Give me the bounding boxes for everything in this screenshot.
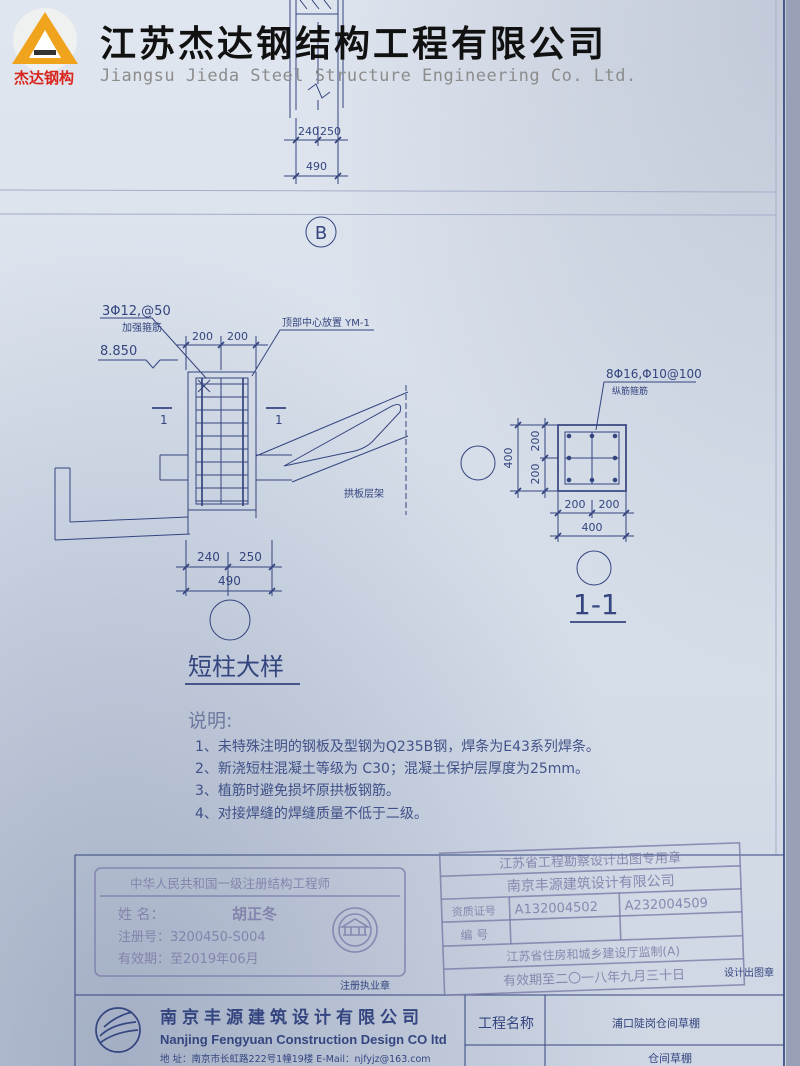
section-1-1-dimensions: 200 200 400 200 200 400 [502, 418, 634, 542]
fengyuan-logo-icon [95, 1007, 141, 1053]
title-block-company-en: Nanjing Fengyuan Construction Design CO … [160, 1032, 447, 1047]
section-rebar-note-sub: 纵筋箍筋 [612, 385, 648, 397]
registration-name-label: 姓 名： [118, 907, 164, 923]
detail-b-dim-right: 250 [320, 125, 341, 138]
detail-b-wall [289, 0, 344, 118]
design-stamp-title: 江苏省工程勘察设计出图专用章 [499, 850, 681, 872]
section-h-dim-left: 200 [565, 498, 586, 511]
arch-roof-truss: 拱板层架 [255, 385, 409, 515]
design-stamp-unit: 南京丰源建筑设计有限公司 [507, 873, 675, 895]
detail-b-dimensions: 240 250 490 [284, 118, 348, 184]
arch-truss-label: 拱板层架 [344, 487, 384, 500]
project-name-label: 工程名称 [478, 1016, 534, 1032]
note-item: 1、未特殊注明的钢板及型钢为Q235B钢，焊条为E43系列焊条。 [195, 738, 600, 755]
registration-number: 注册号：3200450-S004 [118, 930, 266, 945]
column-top-dim-left: 200 [192, 330, 213, 343]
design-stamp-caption: 设计出图章 [724, 966, 774, 979]
column-bottom-dim-left: 240 [197, 550, 220, 564]
registration-emblem-icon [332, 907, 378, 953]
design-stamp-cert-label: 资质证号 [451, 904, 495, 919]
column-bottom-dimensions: 240 250 490 [176, 540, 282, 596]
section-rebar-note: 8Φ16,Φ10@100 [606, 367, 702, 381]
detail-b-callout: B [305, 216, 337, 248]
section-marks: 1 1 [152, 407, 286, 427]
registration-stamp-header: 中华人民共和国一级注册结构工程师 [130, 876, 330, 891]
jieda-logo-icon [12, 8, 78, 72]
design-stamp: 江苏省工程勘察设计出图专用章 南京丰源建筑设计有限公司 资质证号 A132004… [438, 841, 746, 997]
design-stamp-cert-no-2: A232004509 [624, 896, 708, 914]
note-item: 4、对接焊缝的焊缝质量不低于二级。 [195, 805, 428, 822]
column-top-dimensions: 200 200 [176, 330, 268, 370]
design-stamp-validity: 有效期至二〇一八年九月三十日 [503, 968, 685, 989]
column-rebar-note-sub: 加强箍筋 [122, 321, 162, 334]
sub-project-name: 仓间草棚 [648, 1051, 692, 1065]
notes-heading: 说明: [188, 710, 232, 732]
general-notes: 说明: 1、未特殊注明的钢板及型钢为Q235B钢，焊条为E43系列焊条。 2、新… [188, 710, 600, 822]
short-column-body [187, 371, 257, 534]
registration-name: 胡正冬 [232, 905, 277, 923]
section-v-dim-top: 200 [529, 431, 542, 452]
existing-beam-and-gutter [54, 454, 292, 541]
company-name-en: Jiangsu Jieda Steel Structure Engineerin… [100, 66, 637, 86]
column-bottom-dim-right: 250 [239, 550, 262, 564]
logo-caption: 杰达钢构 [14, 69, 74, 87]
column-embed-note: 顶部中心放置 YM-1 [282, 316, 370, 329]
section-h-dim-right: 200 [599, 498, 620, 511]
registration-stamp: 中华人民共和国一级注册结构工程师 姓 名： 胡正冬 注册号：3200450-S0… [94, 867, 406, 977]
watermark-header: 杰达钢构 江苏杰达钢结构工程有限公司 Jiangsu Jieda Steel S… [12, 8, 637, 87]
note-item: 3、植筋时避免损坏原拱板钢筋。 [195, 782, 400, 799]
column-rebar-note: 3Φ12,@50 [102, 304, 171, 319]
registration-stamp-caption: 注册执业章 [340, 979, 390, 992]
title-block: 南京丰源建筑设计有限公司 Nanjing Fengyuan Constructi… [95, 995, 784, 1066]
section-mark-right: 1 [275, 413, 283, 427]
title-block-company-cn: 南京丰源建筑设计有限公司 [160, 1007, 424, 1028]
detail-b-dim-total: 490 [306, 160, 327, 173]
section-h-dim-total: 400 [582, 521, 603, 534]
note-item: 2、新浇短柱混凝土等级为 C30；混凝土保护层厚度为25mm。 [195, 760, 589, 777]
short-column-title-text: 短柱大样 [188, 653, 284, 681]
column-top-dim-right: 200 [227, 330, 248, 343]
stamp-frame [74, 854, 784, 1066]
section-mark-left: 1 [160, 413, 168, 427]
detail-b-dim-left: 240 [298, 125, 319, 138]
section-1-1-title-text: 1-1 [573, 588, 619, 621]
design-stamp-supervisor: 江苏省住房和城乡建设厅监制(A) [506, 943, 680, 964]
column-bottom-dim-total: 490 [218, 574, 241, 588]
design-stamp-number-label: 编 号 [460, 927, 488, 943]
short-column-annotations: 3Φ12,@50 加强箍筋 顶部中心放置 YM-1 8.850 [98, 304, 374, 379]
section-1-1-body [557, 424, 627, 492]
section-1-1-title: 1-1 [460, 445, 626, 623]
section-v-dim-total: 400 [502, 448, 515, 469]
company-name-cn: 江苏杰达钢结构工程有限公司 [100, 24, 607, 65]
registration-validity: 有效期：至2019年06月 [118, 952, 259, 967]
design-stamp-cert-no-1: A132004502 [514, 900, 598, 918]
section-v-dim-bottom: 200 [529, 464, 542, 485]
elevation-label: 8.850 [100, 344, 137, 359]
detail-b-callout-letter: B [315, 223, 327, 244]
project-name: 浦口陡岗仓间草棚 [612, 1016, 700, 1030]
title-block-address: 地 址：南京市长虹路222号1幢19楼 E-Mail：njfyjz@163.co… [160, 1053, 431, 1065]
section-1-1-annotation: 8Φ16,Φ10@100 纵筋箍筋 [595, 367, 702, 431]
short-column-title: 短柱大样 [185, 599, 300, 685]
